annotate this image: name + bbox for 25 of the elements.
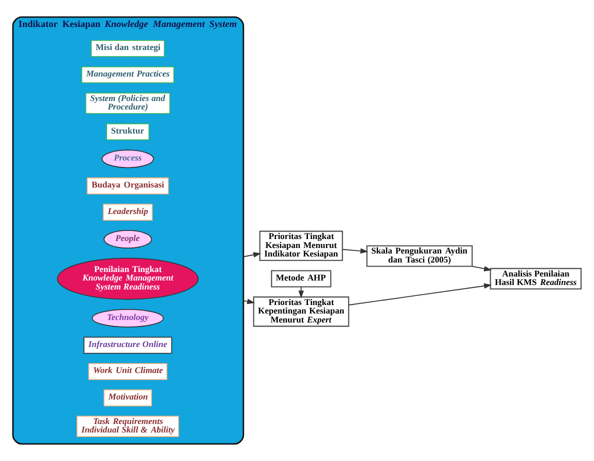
node-box: Infrastructure Online (84, 336, 172, 354)
node-box: Skala Pengukuran Aydin dan Tasci (2005) (366, 245, 473, 267)
arrow (298, 286, 304, 298)
node-box: Work Unit Climate (88, 363, 168, 380)
node-box: Task Requirements Individual Skill & Ability (76, 416, 180, 438)
node-box: Analisis Penilaian Hasil KMS Readiness (490, 268, 582, 290)
arrow (348, 283, 492, 306)
arrow (342, 248, 368, 254)
arrow (242, 252, 262, 258)
node-box: Leadership (102, 204, 153, 221)
node-box: Misi dan strategi (90, 40, 165, 57)
node-box: Metode AHP (270, 270, 332, 288)
node-box: Prioritas Tingkat Kesiapan Menurut Indikator Kesiapan (259, 230, 344, 262)
arrow (472, 266, 492, 272)
node-box: Motivation (104, 389, 152, 406)
node-box: Budaya Organisasi (86, 177, 169, 194)
node-ellipse: People (104, 230, 152, 248)
node-ellipse: Technology (92, 308, 164, 328)
node-ellipse: Penilaian Tingkat Knowledge Management System Readiness (56, 258, 199, 300)
node-ellipse: Process (102, 150, 154, 168)
arrow (242, 298, 255, 304)
node-box: System (Policies and Procedure) (85, 92, 170, 114)
node-box: Management Practices (81, 66, 174, 84)
node-box: Struktur (106, 123, 150, 140)
node-box: Prioritas Tingkat Kepentingan Kesiapan Menurut Expert (253, 296, 350, 327)
